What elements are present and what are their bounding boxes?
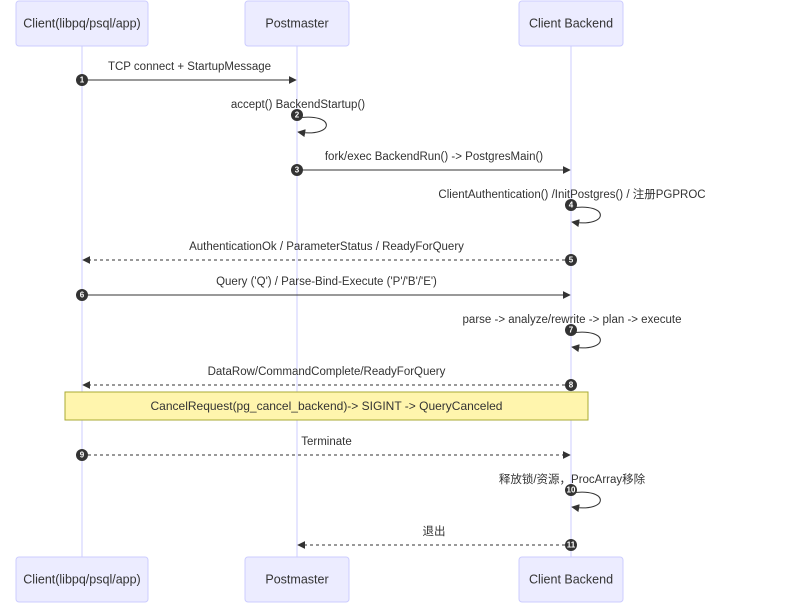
sequence-number: 3: [295, 166, 300, 175]
sequence-number-marker: [565, 539, 577, 551]
participants-top: Client(libpq/psql/app) Postmaster Client B…: [15, 0, 624, 47]
participant-label: Client(libpq/psql/app): [23, 573, 140, 587]
sequence-number-marker: [565, 379, 577, 391]
self-message-line: [296, 116, 327, 138]
sequence-number-marker: [565, 199, 577, 211]
note: CancelRequest(pg_cancel_backend)-> SIGIN…: [64, 391, 589, 421]
note-text: CancelRequest(pg_cancel_backend)-> SIGIN…: [151, 399, 503, 413]
self-message-line: [570, 331, 601, 353]
participant-label: Client Backend: [529, 573, 613, 587]
participant-client-bottom: Client(libpq/psql/app): [15, 556, 149, 603]
sequence-number: 4: [569, 201, 574, 210]
sequence-number-marker: [76, 449, 88, 461]
message-9: Terminate 9: [76, 436, 571, 461]
message-label: Terminate: [301, 436, 352, 448]
participant-box: [518, 556, 624, 603]
sequence-number: 1: [80, 76, 85, 85]
participant-backend-bottom: Client Backend: [518, 556, 624, 603]
message-1: TCP connect + StartupMessage 1: [76, 61, 297, 86]
participant-label: Client(libpq/psql/app): [23, 17, 140, 31]
sequence-number-marker: [76, 74, 88, 86]
sequence-number: 7: [569, 326, 574, 335]
sequence-number: 8: [569, 381, 574, 390]
message-label: fork/exec BackendRun() -> PostgresMain(): [325, 151, 543, 163]
participant-box: [15, 556, 149, 603]
message-label: 释放锁/资源，ProcArray移除: [499, 472, 646, 486]
self-message-line: [570, 491, 601, 513]
message-11: 退出 11: [297, 524, 577, 551]
message-label: TCP connect + StartupMessage: [108, 61, 271, 73]
sequence-number: 5: [569, 256, 574, 265]
message-3: fork/exec BackendRun() -> PostgresMain()…: [291, 151, 571, 176]
sequence-number-marker: [291, 109, 303, 121]
participant-box: [15, 0, 149, 47]
message-label: accept() BackendStartup(): [231, 99, 365, 111]
self-message-line: [570, 206, 601, 228]
message-2: accept() BackendStartup()2: [231, 99, 365, 138]
sequence-number: 2: [295, 111, 300, 120]
participant-backend-top: Client Backend: [518, 0, 624, 47]
sequence-number-marker: [565, 254, 577, 266]
message-label: ClientAuthentication() /InitPostgres() /…: [438, 187, 705, 201]
message-label: parse -> analyze/rewrite -> plan -> exec…: [463, 314, 682, 326]
message-label: Query ('Q') / Parse-Bind-Execute ('P'/'B…: [216, 276, 437, 288]
message-5: AuthenticationOk / ParameterStatus / Rea…: [82, 241, 577, 266]
message-label: AuthenticationOk / ParameterStatus / Rea…: [189, 241, 464, 253]
participant-postmaster-top: Postmaster: [244, 0, 350, 47]
participant-label: Client Backend: [529, 17, 613, 31]
sequence-number-marker: [565, 484, 577, 496]
participant-box: [244, 0, 350, 47]
participant-client-top: Client(libpq/psql/app): [15, 0, 149, 47]
message-6: Query ('Q') / Parse-Bind-Execute ('P'/'B…: [76, 276, 571, 301]
lifelines: [81, 46, 572, 557]
message-7: parse -> analyze/rewrite -> plan -> exec…: [463, 314, 682, 353]
sequence-number-marker: [76, 289, 88, 301]
sequence-number: 6: [80, 291, 85, 300]
participants-bottom: Client(libpq/psql/app) Postmaster Client B…: [15, 556, 624, 603]
sequence-number: 11: [567, 541, 576, 550]
message-8: DataRow/CommandComplete/ReadyForQuery 8: [82, 366, 577, 391]
note-box: [64, 391, 589, 421]
sequence-number-marker: [291, 164, 303, 176]
message-4: ClientAuthentication() /InitPostgres() /…: [438, 187, 706, 228]
sequence-number-marker: [565, 324, 577, 336]
participant-box: [518, 0, 624, 47]
message-label: DataRow/CommandComplete/ReadyForQuery: [208, 366, 446, 378]
sequence-number: 9: [80, 451, 85, 460]
participant-label: Postmaster: [265, 17, 328, 31]
participant-postmaster-bottom: Postmaster: [244, 556, 350, 603]
sequence-number: 10: [567, 486, 576, 495]
participant-label: Postmaster: [265, 573, 328, 587]
participant-box: [244, 556, 350, 603]
messages: TCP connect + StartupMessage 1 accept() Ba…: [76, 61, 706, 551]
message-label: 退出: [423, 524, 446, 538]
